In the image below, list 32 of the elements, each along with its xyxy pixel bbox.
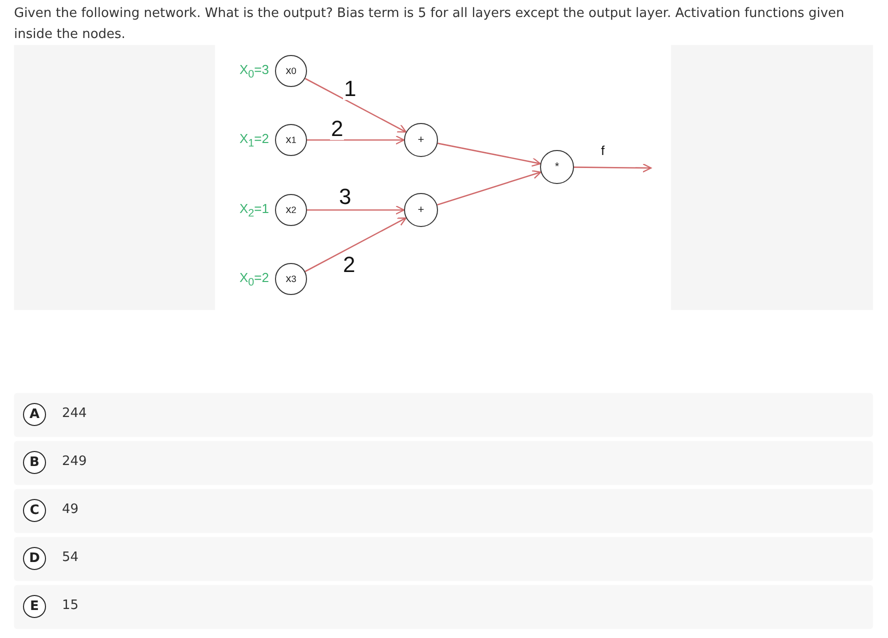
arrow <box>437 170 542 206</box>
answer-value: 49 <box>62 502 79 517</box>
neuron-node: + <box>404 123 438 157</box>
answer-option-card <box>14 585 873 629</box>
input-value-label: X$_{2}$=1 <box>238 201 269 220</box>
arrow <box>304 78 407 133</box>
arrow <box>304 217 407 272</box>
option-letter-badge: A <box>23 403 46 426</box>
arrow <box>574 163 652 173</box>
answer-value: 244 <box>62 406 87 421</box>
answer-option-card <box>14 441 873 485</box>
question-text: Given the following network. What is the output? Bias term is 5 for all layers except the output layer. Activation functions given inside the nodes. <box>14 5 846 44</box>
arrow <box>307 135 405 145</box>
answer-option-card <box>14 489 873 533</box>
weight-label: 1 <box>343 78 358 100</box>
option-letter-badge: D <box>23 547 46 570</box>
neuron-node: * <box>540 150 574 184</box>
input-value-label: X$_{1}$=2 <box>238 131 269 150</box>
weight-label: 2 <box>330 118 344 140</box>
arrow <box>438 142 541 167</box>
answer-value: 15 <box>62 598 79 613</box>
input-value-label: X$_{0}$=2 <box>238 270 269 289</box>
answer-option-card <box>14 393 873 437</box>
neuron-node: + <box>404 193 438 227</box>
option-letter-badge: C <box>23 499 46 522</box>
answer-value: 54 <box>62 550 79 565</box>
option-letter-badge: E <box>23 595 46 618</box>
input-value-label: X$_{0}$=3 <box>238 62 269 81</box>
arrow <box>307 205 405 215</box>
answer-value: 249 <box>62 454 87 469</box>
option-letter-badge: B <box>23 451 46 474</box>
answer-option-card <box>14 537 873 581</box>
